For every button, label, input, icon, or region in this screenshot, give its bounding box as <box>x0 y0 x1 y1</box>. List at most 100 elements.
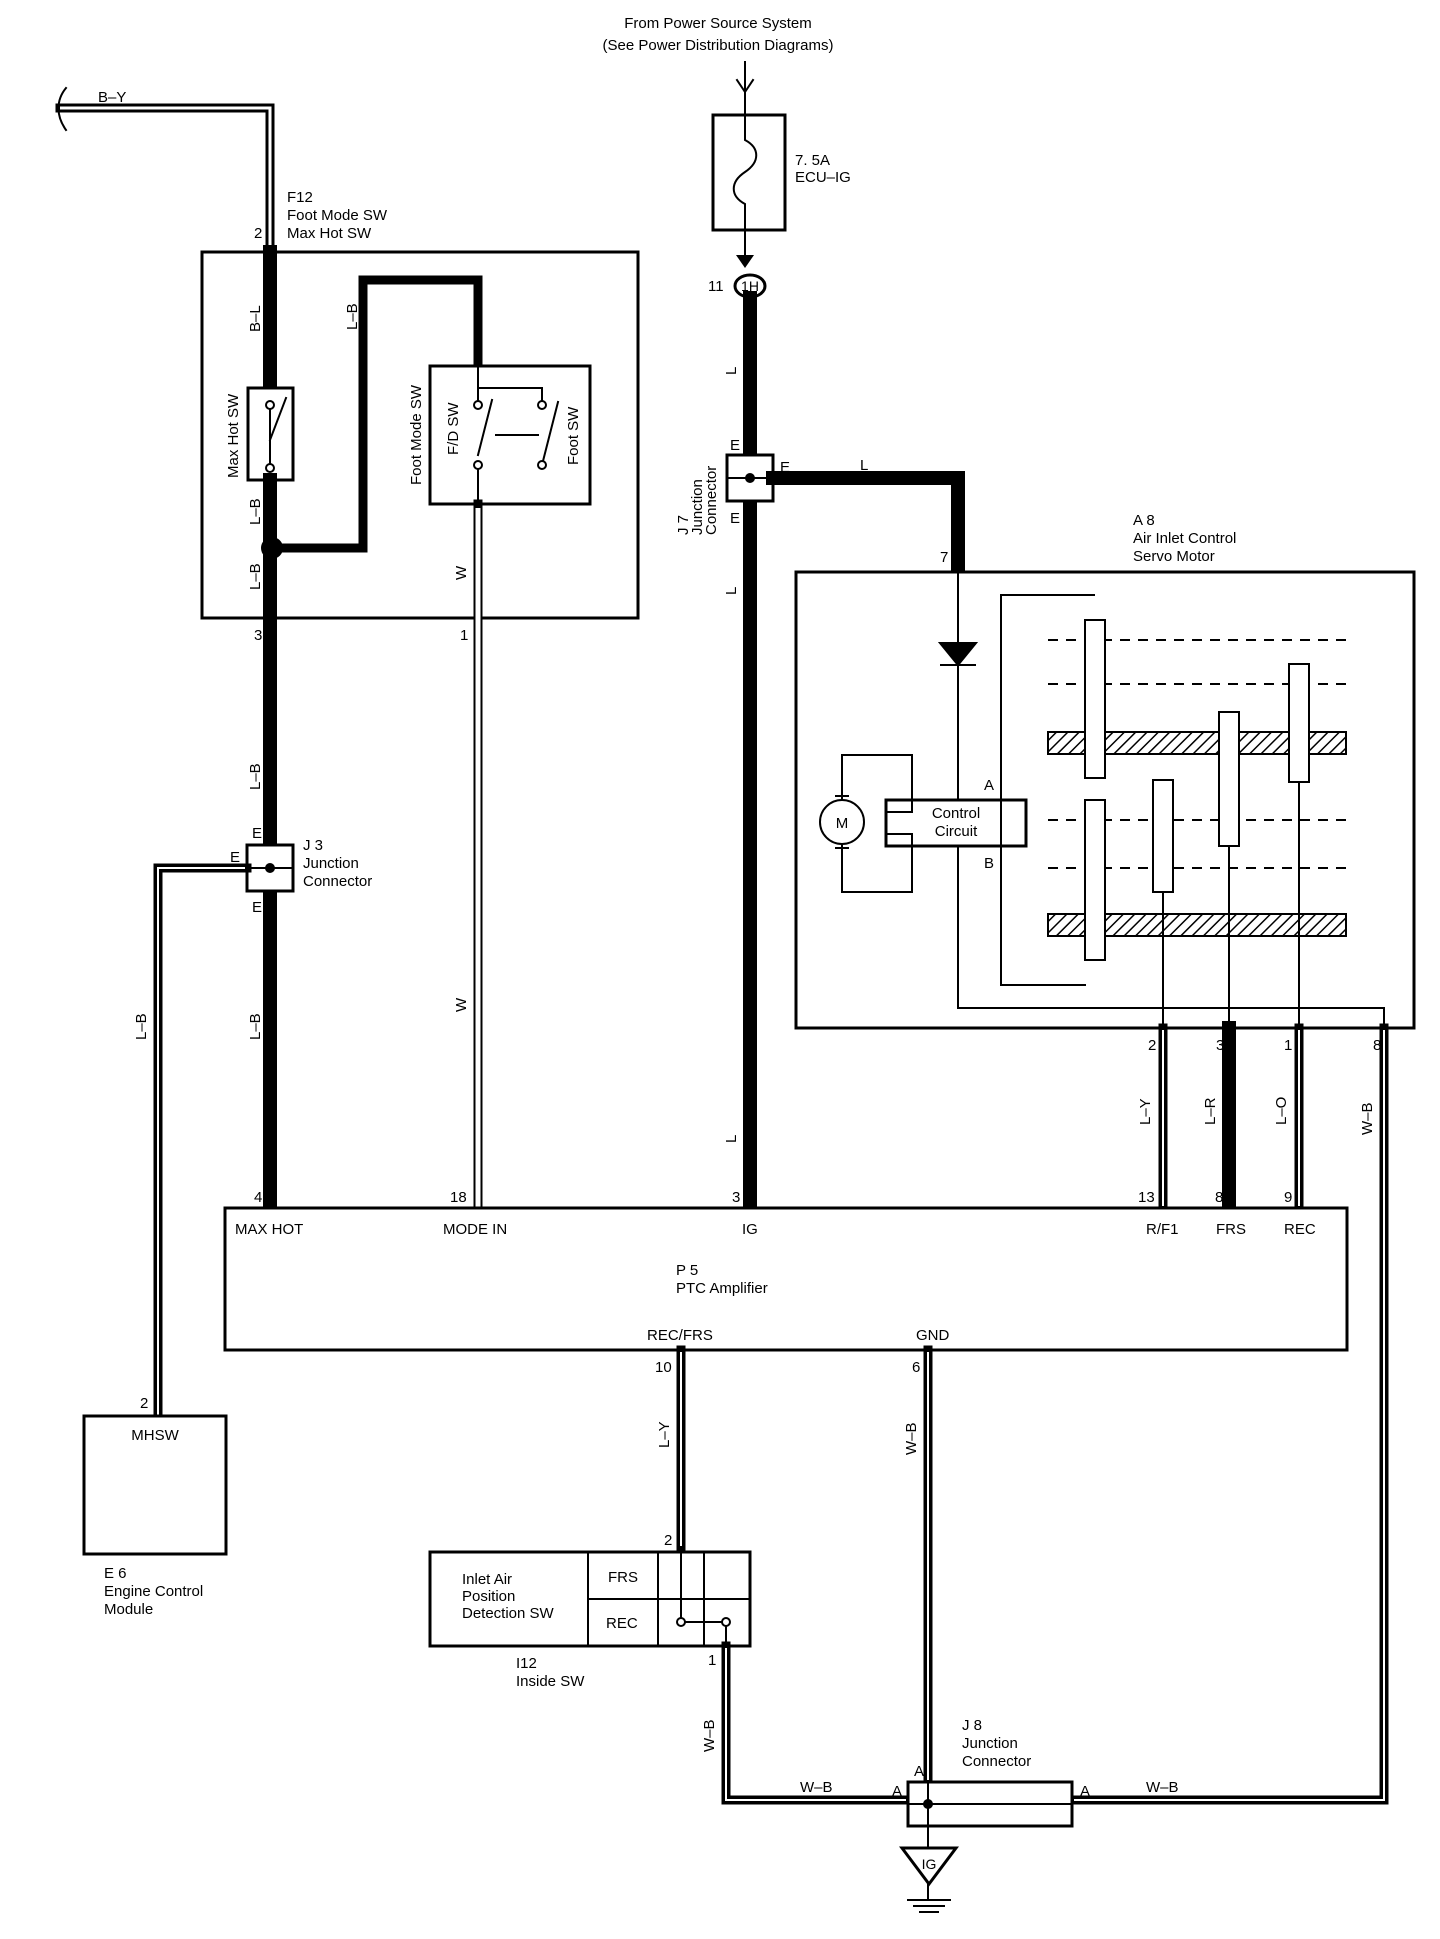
j8-pin-left: A <box>892 1783 902 1800</box>
f12-pin-right: 1 <box>460 627 468 644</box>
p5-pin-num-rec: 9 <box>1284 1189 1292 1206</box>
wire-by-break <box>57 86 68 132</box>
wire-l-2: L <box>723 587 740 595</box>
f12-pin-left: 3 <box>254 627 262 644</box>
j7-pin-top: E <box>730 437 740 454</box>
a8-contact-3 <box>1288 663 1310 783</box>
j7-id: J 7 <box>675 515 692 535</box>
fuse-box <box>711 113 787 232</box>
p5-pin-rec: REC <box>1284 1221 1316 1238</box>
j7-dot <box>745 473 755 483</box>
i12-contact-dot1 <box>676 1617 686 1627</box>
a8-contact-1 <box>1084 619 1106 779</box>
wire-j7-a8 <box>766 471 965 579</box>
a8-pin-3: 3 <box>1216 1037 1224 1054</box>
p5-name: PTC Amplifier <box>676 1280 768 1297</box>
wire-l-3: L <box>723 1135 740 1143</box>
p5-pin-num-ig: 3 <box>732 1189 740 1206</box>
power-source-line2: (See Power Distribution Diagrams) <box>603 37 834 54</box>
a8-contact-5 <box>1152 779 1174 893</box>
power-arrow <box>735 61 755 116</box>
p5-pin-mode-in: MODE IN <box>443 1221 507 1238</box>
a8-dashed <box>1048 639 1346 869</box>
a8-pin-2: 2 <box>1148 1037 1156 1054</box>
i12-pin-1: 1 <box>708 1652 716 1669</box>
i12-id: I12 <box>516 1655 537 1672</box>
i12-label2: Position <box>462 1588 515 1605</box>
wire-lb-f12-c: L–B <box>247 563 264 590</box>
wire-by-color: B–Y <box>98 89 126 106</box>
e6-label: MHSW <box>131 1427 179 1444</box>
foot-mode-sw-label: Foot Mode SW <box>408 384 425 485</box>
a8-motor <box>819 799 865 845</box>
a8-contact-leads <box>1162 781 1300 1033</box>
a8-control-circuit <box>884 798 1028 848</box>
j8-pin-top: A <box>914 1763 924 1780</box>
p5-pin-rec-frs: REC/FRS <box>647 1327 713 1344</box>
j3-pin-top: E <box>252 825 262 842</box>
wire-wb-j8-right: W–B <box>1146 1779 1179 1796</box>
fuse-name: ECU–IG <box>795 169 851 186</box>
foot-mode-sw-dot2 <box>473 460 483 470</box>
fd-sw-label: F/D SW <box>445 402 462 455</box>
ground-symbol <box>907 1899 951 1913</box>
j8-name1: Junction <box>962 1735 1018 1752</box>
wire-l-j7-a8: L <box>860 457 868 474</box>
j3-dot <box>265 863 275 873</box>
e6-name2: Module <box>104 1601 153 1618</box>
fuse-symbol <box>732 114 758 231</box>
wire-lb-5: L–B <box>247 1013 264 1040</box>
wire-wb-i12 <box>721 1641 913 1805</box>
j7-pin-right: E <box>780 459 790 476</box>
p5-pin-rf1: R/F1 <box>1146 1221 1179 1238</box>
j7-name1: Junction <box>689 479 706 535</box>
a8-name2: Servo Motor <box>1133 548 1215 565</box>
max-hot-sw-label: Max Hot SW <box>225 393 242 478</box>
ground-label: IG <box>922 1856 937 1872</box>
f12-pin-top: 2 <box>254 225 262 242</box>
p5-pin-ig: IG <box>742 1221 758 1238</box>
fuse-rating: 7. 5A <box>795 152 830 169</box>
max-hot-sw-contact <box>268 396 288 469</box>
j7-name2: Connector <box>703 466 720 535</box>
a8-term-a: A <box>984 777 994 794</box>
p5-pin-num-frs: 8 <box>1215 1189 1223 1206</box>
wire-lb-4: L–B <box>247 763 264 790</box>
i12-rec: REC <box>606 1615 638 1632</box>
j8-id: J 8 <box>962 1717 982 1734</box>
j3-pin-left: E <box>230 849 240 866</box>
wire-j3-e6-inner <box>157 867 245 1416</box>
i12-label1: Inlet Air <box>462 1571 512 1588</box>
foot-mode-sw-dot1 <box>473 400 483 410</box>
a8-contact-4 <box>1084 799 1106 961</box>
j3-id: J 3 <box>303 837 323 854</box>
i12-dividers <box>587 1551 751 1647</box>
j3-pin-bottom: E <box>252 899 262 916</box>
e6-id: E 6 <box>104 1565 127 1582</box>
ground-triangle <box>899 1846 959 1887</box>
i12-label3: Detection SW <box>462 1605 555 1622</box>
j7-pin-bottom: E <box>730 510 740 527</box>
i12-contact-dot2 <box>721 1617 731 1627</box>
a8-pin-8: 8 <box>1373 1037 1381 1054</box>
wire-lo-label: L–O <box>1273 1097 1290 1125</box>
p5-pin-max-hot: MAX HOT <box>235 1221 303 1238</box>
wire-f12-to-footmode <box>267 275 483 553</box>
wire-ly-p5-label: L–Y <box>656 1421 673 1448</box>
p5-pin-frs: FRS <box>1216 1221 1246 1238</box>
a8-motor-label: M <box>836 815 849 832</box>
wire-wb-i12-inner <box>725 1648 906 1801</box>
e6-pin: 2 <box>140 1395 148 1412</box>
wire-by-inner <box>60 106 272 252</box>
wire-bl: B–L <box>247 305 264 332</box>
a8-pin-1: 1 <box>1284 1037 1292 1054</box>
wire-wb-a8-label: W–B <box>1359 1102 1376 1135</box>
wire-lb-f12-b: L–B <box>247 498 264 525</box>
a8-control-circuit2: Circuit <box>935 823 978 840</box>
a8-diode <box>937 642 979 667</box>
wire-lr-label: L–R <box>1202 1097 1219 1125</box>
a8-contact-2 <box>1218 711 1240 847</box>
max-hot-sw-dot1 <box>265 400 275 410</box>
e6-name1: Engine Control <box>104 1583 203 1600</box>
wire-wb-gnd-label: W–B <box>903 1422 920 1455</box>
